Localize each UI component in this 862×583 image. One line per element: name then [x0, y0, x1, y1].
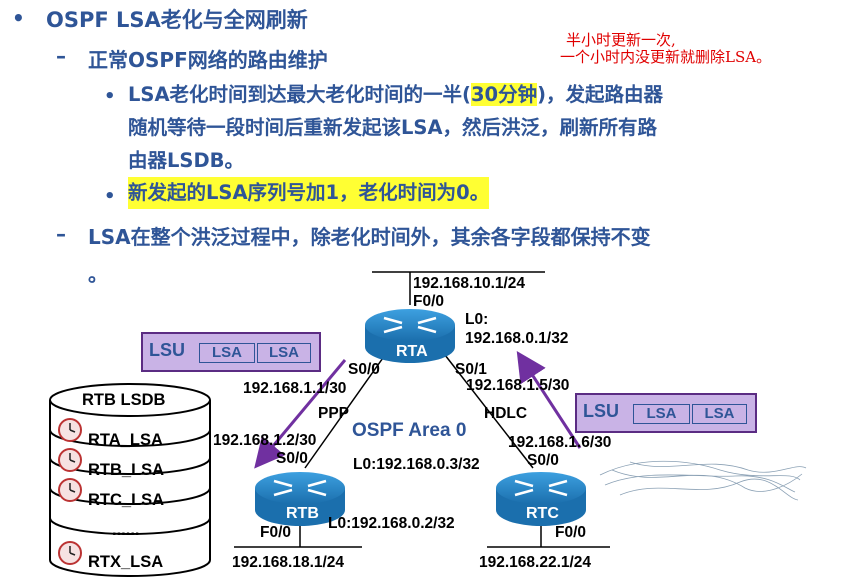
- rtb-f00-label: F0/0: [260, 524, 292, 541]
- lsdb-entry: RTC_LSA: [88, 491, 165, 509]
- network-cloud: [599, 460, 807, 501]
- lsa-box: LSA: [692, 404, 747, 424]
- bullet-lsa-refresh-line1: LSA老化时间到达最大老化时间的一半(30分钟)，发起路由器: [128, 83, 664, 106]
- lsdb-entry: ......: [112, 521, 140, 539]
- hdlc-label: HDLC: [484, 405, 528, 422]
- rta-s01-label: S0/1: [455, 361, 487, 378]
- rtb-lan-ip: 192.168.18.1/24: [232, 554, 345, 571]
- bullet-lsa-refresh-line3: 由器LSDB。: [128, 149, 245, 172]
- dash-marker: –: [56, 44, 66, 68]
- rtc-f00-label: F0/0: [555, 524, 587, 541]
- clock-icon: [58, 478, 82, 502]
- rtb-s00-ip: 192.168.1.2/30: [213, 432, 317, 449]
- lsu-title: LSU: [583, 401, 619, 421]
- lsdb-cylinder: [49, 383, 211, 577]
- router-icon-rtc: [496, 472, 586, 526]
- lsu-title: LSU: [149, 340, 185, 360]
- lsa-box: LSA: [199, 343, 255, 363]
- rtb-s00-label: S0/0: [276, 450, 308, 467]
- bullet-fields-unchanged-line1: LSA在整个洪泛过程中，除老化时间外，其余各字段都保持不变: [88, 225, 651, 249]
- ppp-link: [304, 354, 386, 469]
- rta-f00-label: F0/0: [413, 293, 445, 310]
- router-icon-rta: [365, 309, 455, 363]
- router-name-rta: RTA: [396, 343, 428, 360]
- lsdb-title: RTB LSDB: [82, 391, 166, 409]
- bullet-marker: •: [104, 86, 116, 107]
- bullet-fields-unchanged-line2: 。: [88, 262, 108, 286]
- rtc-s00-ip: 192.168.1.6/30: [508, 434, 612, 451]
- bullet-marker: •: [12, 6, 25, 30]
- rta-s00-ip: 192.168.1.1/30: [243, 380, 347, 397]
- ppp-label: PPP: [318, 405, 350, 422]
- rtc-l0-ip: L0:192.168.0.3/32: [353, 456, 480, 473]
- flood-arrow-to-rtb: [254, 359, 347, 469]
- clock-icon: [58, 418, 82, 442]
- rta-s00-label: S0/0: [348, 361, 380, 378]
- lsdb-entry: RTA_LSA: [88, 431, 163, 449]
- lsa-box: LSA: [633, 404, 690, 424]
- rtc-lan-ip: 192.168.22.1/24: [479, 554, 592, 571]
- bullet-seq-plus-one: 新发起的LSA序列号加1，老化时间为0。: [128, 177, 490, 209]
- highlight-30min: 30分钟: [470, 83, 538, 106]
- bullet-normal-maintenance: 正常OSPF网络的路由维护: [88, 48, 328, 72]
- router-icon-rtb: [255, 472, 345, 526]
- lsa-box: LSA: [257, 343, 311, 363]
- note-line1: 半小时更新一次,: [566, 31, 676, 49]
- hdlc-link: [444, 354, 534, 469]
- rtb-l0-ip: L0:192.168.0.2/32: [328, 515, 455, 532]
- rta-l0-ip: 192.168.0.1/32: [465, 330, 569, 347]
- rta-l0-label: L0:: [465, 311, 489, 328]
- dash-marker: –: [56, 222, 66, 246]
- lsdb-entry: RTB_LSA: [88, 461, 165, 479]
- clock-icon: [58, 541, 82, 565]
- bullet-ospf-lsa-aging: OSPF LSA老化与全网刷新: [46, 8, 308, 32]
- rtc-s00-label: S0/0: [527, 452, 559, 469]
- bullet-marker: •: [104, 186, 116, 207]
- note-line2: 一个小时内没更新就删除LSA。: [560, 48, 772, 66]
- router-name-rtb: RTB: [286, 505, 319, 522]
- lsu-packet-left: LSU LSA LSA: [141, 332, 321, 372]
- bullet-lsa-refresh-line2: 随机等待一段时间后重新发起该LSA，然后洪泛，刷新所有路: [128, 116, 658, 139]
- clock-icon: [58, 448, 82, 472]
- rta-lan-ip: 192.168.10.1/24: [413, 275, 526, 292]
- lsu-packet-right: LSU LSA LSA: [575, 393, 757, 433]
- ospf-area-label: OSPF Area 0: [352, 420, 467, 441]
- router-name-rtc: RTC: [526, 505, 559, 522]
- lsdb-entry: RTX_LSA: [88, 553, 164, 571]
- rta-s01-ip: 192.168.1.5/30: [466, 377, 570, 394]
- flood-arrow-to-rta: [516, 350, 582, 449]
